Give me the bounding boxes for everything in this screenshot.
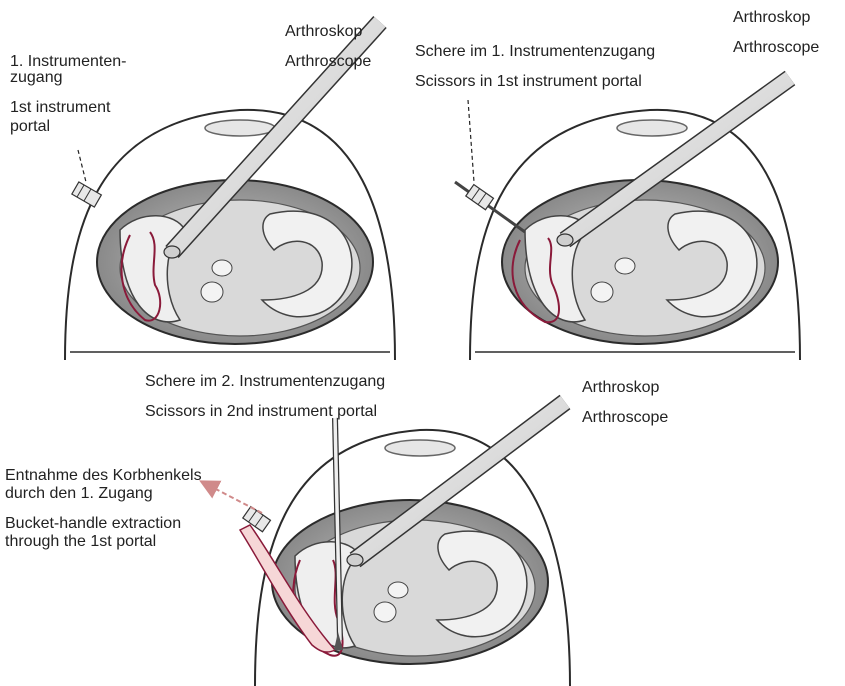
knee-panel-2	[455, 78, 800, 360]
arthroscope-label-de: Arthroskop	[733, 8, 810, 28]
scissors-label-en: Scissors in 1st instrument portal	[415, 72, 642, 92]
scissors-label-de: Schere im 1. Instrumentenzugang	[415, 42, 655, 62]
portal-label-de-line2: zugang	[10, 68, 63, 88]
portal-leader-line	[78, 150, 86, 182]
arthroscope-label-de: Arthroskop	[285, 22, 362, 42]
scissors-instrument	[455, 182, 525, 232]
arthroscope-label-de: Arthroskop	[582, 378, 659, 398]
extraction-label-de-line2: durch den 1. Zugang	[5, 484, 153, 504]
patella	[385, 440, 455, 456]
cruciate-ligament	[591, 282, 613, 302]
extraction-label-en-line2: through the 1st portal	[5, 532, 156, 552]
scissors-label-en: Scissors in 2nd instrument portal	[145, 402, 377, 422]
arthroscope-label-en: Arthroscope	[582, 408, 668, 428]
extraction-arrow	[208, 485, 262, 513]
extraction-label-de-line1: Entnahme des Korbhenkels	[5, 466, 202, 486]
knee-panel-1	[65, 22, 395, 360]
arthroscope-label-en: Arthroscope	[733, 38, 819, 58]
scissors-leader-line	[468, 100, 474, 182]
instrument-portal	[72, 182, 102, 207]
cruciate-ligament	[388, 582, 408, 598]
scissors-label-de: Schere im 2. Instrumentenzugang	[145, 372, 385, 392]
portal-label-en-line2: portal	[10, 117, 50, 137]
cruciate-ligament	[212, 260, 232, 276]
patella	[205, 120, 275, 136]
portal-label-en-line1: 1st instrument	[10, 98, 110, 118]
cruciate-ligament	[615, 258, 635, 274]
extraction-label-en-line1: Bucket-handle extraction	[5, 514, 181, 534]
cruciate-ligament	[201, 282, 223, 302]
cruciate-ligament	[374, 602, 396, 622]
patella	[617, 120, 687, 136]
knee-panel-3	[208, 402, 570, 686]
arthroscope-label-en: Arthroscope	[285, 52, 371, 72]
